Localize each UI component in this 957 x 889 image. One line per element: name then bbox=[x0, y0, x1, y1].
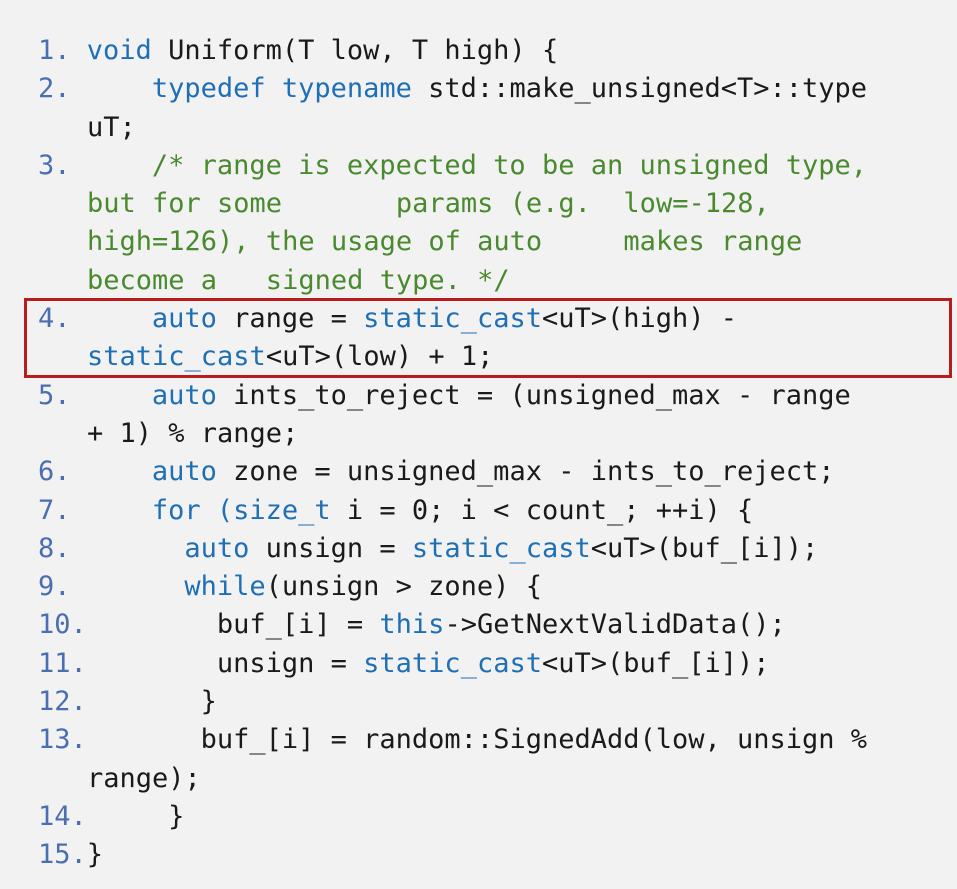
line-number: 4. bbox=[38, 303, 71, 335]
keyword: static_cast bbox=[411, 532, 591, 564]
code-line-5: 5. auto ints_to_reject = (unsigned_max -… bbox=[38, 377, 938, 415]
line-number: 7. bbox=[38, 494, 71, 526]
code-text: } bbox=[86, 839, 104, 871]
code-line-1: 1. void Uniform(T low, T high) { bbox=[38, 32, 938, 70]
code-text: <uT>(low) + 1; bbox=[265, 341, 494, 373]
indent bbox=[87, 456, 152, 487]
line-number: 10. bbox=[38, 609, 87, 641]
code-text: ->GetNextValidData(); bbox=[444, 609, 786, 641]
code-line-11: 11. unsign = static_cast<uT>(buf_[i]); bbox=[38, 645, 938, 683]
code-text: } bbox=[168, 800, 185, 832]
code-text: buf_[i] = random::SignedAdd(low, unsign … bbox=[200, 724, 868, 756]
line-number: 15. bbox=[38, 839, 87, 871]
code-line-2-continuation: uT; bbox=[87, 111, 136, 143]
keyword: for (size_t bbox=[151, 494, 331, 526]
code-line-10: 10. buf_[i] = this->GetNextValidData(); bbox=[38, 606, 938, 644]
keyword: static_cast bbox=[363, 303, 542, 335]
indent bbox=[103, 686, 201, 717]
indent bbox=[87, 495, 152, 526]
code-line-12: 12. } bbox=[38, 683, 938, 721]
code-line-7: 7. for (size_t i = 0; i < count_; ++i) { bbox=[38, 492, 938, 530]
code-text: <uT>(buf_[i]); bbox=[590, 532, 819, 564]
keyword: auto bbox=[151, 379, 217, 411]
code-text: buf_[i] = bbox=[216, 609, 380, 641]
code-line-2: 2. typedef typename std::make_unsigned<T… bbox=[38, 70, 938, 108]
code-line-5-continuation: + 1) % range; bbox=[87, 417, 299, 449]
code-text: i = 0; i < count_; ++i) { bbox=[330, 494, 754, 526]
line-number: 5. bbox=[38, 379, 71, 411]
code-text: range = bbox=[216, 303, 364, 335]
line-number: 9. bbox=[38, 571, 71, 603]
code-text: (unsign > zone) { bbox=[265, 571, 542, 603]
highlight-box-line-4 bbox=[24, 298, 952, 378]
keyword: void bbox=[86, 35, 152, 66]
keyword: auto bbox=[184, 532, 250, 564]
keyword: this bbox=[379, 609, 445, 641]
indent bbox=[87, 73, 152, 104]
line-number: 1. bbox=[38, 35, 71, 66]
code-line-13: 13. buf_[i] = random::SignedAdd(low, uns… bbox=[38, 721, 938, 759]
line-number: 2. bbox=[38, 73, 71, 105]
line-number: 3. bbox=[38, 149, 71, 181]
code-listing: 1. void Uniform(T low, T high) { 2. type… bbox=[38, 32, 938, 875]
indent bbox=[103, 648, 217, 679]
code-line-4-continuation: static_cast<uT>(low) + 1; bbox=[38, 338, 938, 376]
indent bbox=[87, 380, 152, 411]
code-line-9: 9. while(unsign > zone) { bbox=[38, 568, 938, 606]
line-number: 14. bbox=[38, 800, 87, 832]
code-line-6: 6. auto zone = unsigned_max - ints_to_re… bbox=[38, 453, 938, 491]
code-line-13-continuation: range); bbox=[87, 762, 201, 794]
code-text: ints_to_reject = (unsigned_max - range bbox=[216, 379, 851, 411]
indent bbox=[103, 609, 217, 640]
code-line-3: 3. /* range is expected to be an unsigne… bbox=[38, 147, 938, 185]
line-number: 6. bbox=[38, 456, 71, 488]
keyword: auto bbox=[151, 303, 217, 335]
line-number: 13. bbox=[38, 724, 87, 756]
keyword: auto bbox=[151, 456, 217, 488]
indent bbox=[87, 533, 185, 564]
indent bbox=[87, 150, 152, 181]
code-text: <uT>(high) - bbox=[541, 303, 738, 335]
keyword: static_cast bbox=[363, 647, 542, 679]
comment-continuation: become a signed type. */ bbox=[87, 264, 510, 296]
line-number: 8. bbox=[38, 532, 71, 564]
line-number: 12. bbox=[38, 686, 87, 718]
keyword: typedef typename bbox=[151, 73, 412, 105]
code-line-8: 8. auto unsign = static_cast<uT>(buf_[i]… bbox=[38, 530, 938, 568]
code-line-4: 4. auto range = static_cast<uT>(high) - bbox=[38, 300, 938, 338]
indent bbox=[103, 724, 201, 755]
comment: /* range is expected to be an unsigned t… bbox=[151, 149, 868, 181]
comment-continuation: but for some params (e.g. low=-128, bbox=[87, 188, 770, 220]
indent bbox=[103, 801, 168, 832]
code-text: <uT>(buf_[i]); bbox=[541, 647, 770, 679]
comment-continuation: high=126), the usage of auto makes range bbox=[87, 226, 803, 258]
code-line-15: 15.} bbox=[38, 836, 938, 874]
code-line-14: 14. } bbox=[38, 798, 938, 836]
keyword: while bbox=[184, 571, 266, 603]
code-text: unsign = bbox=[216, 647, 364, 679]
code-text: unsign = bbox=[249, 532, 412, 564]
keyword: static_cast bbox=[87, 341, 266, 373]
code-text: Uniform(T low, T high) { bbox=[151, 35, 559, 66]
indent bbox=[87, 571, 185, 602]
code-text: zone = unsigned_max - ints_to_reject; bbox=[216, 456, 835, 488]
code-text: } bbox=[200, 686, 217, 718]
line-number: 11. bbox=[38, 647, 87, 679]
code-text: std::make_unsigned<T>::type bbox=[411, 73, 868, 105]
